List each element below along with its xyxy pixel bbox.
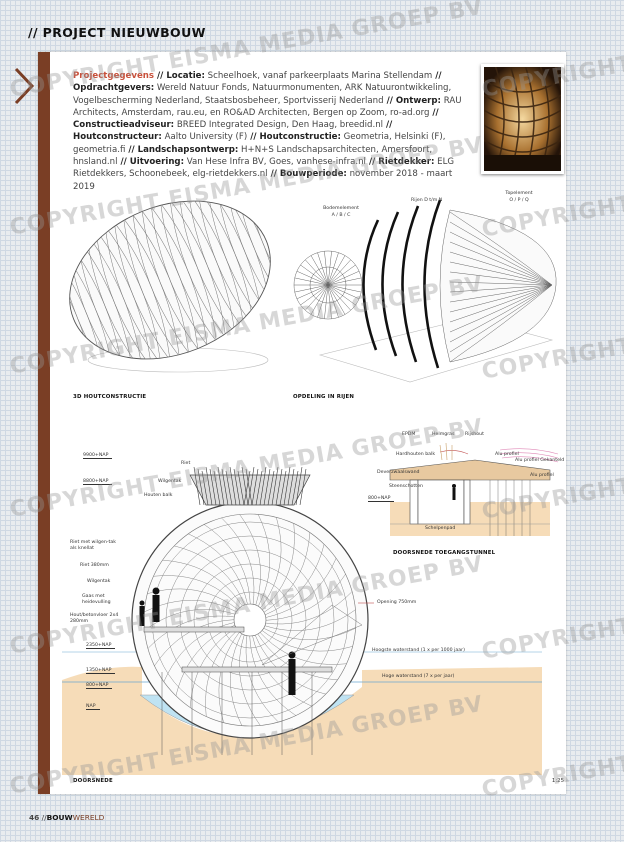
credit-separator: // [383,95,396,106]
label-rows: Rijen D t/m N [411,198,443,203]
label-alu-profiel: Alu profiel [495,452,519,457]
credit-separator: // [125,144,138,155]
label-opening: Opening 750mm [377,600,417,605]
tunnel-section-drawing [389,442,559,536]
credit-separator: // [432,71,442,81]
label-nap1350: 1350+NAP [86,668,116,674]
credit-label: Houtconstructie: [259,132,341,143]
credit-label: Rietdekker: [378,157,435,168]
chevron-right-icon [14,67,35,105]
credit-label: Ontwerp: [395,95,441,106]
credit-value: Geometria, Helsinki (F), geometria.fi [73,132,446,155]
label-hardhout: Hardhouten balk [396,452,436,457]
credit-separator: // [429,107,439,118]
label-top-element: Topelement [505,191,533,196]
label-schelpenpad: Schelpenpad [425,526,456,531]
credit-label: Uitvoering: [129,157,185,168]
label-bottom-code: A / B / C [331,213,351,218]
footer-separator: // [41,813,47,822]
caption-section: DOORSNEDE [73,778,113,784]
label-nap9900: 9900+NAP [83,453,113,459]
label-riet380: Riet 380mm [80,563,109,568]
credit-label: Landschapsontwerp: [137,144,239,155]
label-riet: Riet [181,461,191,466]
brand-bold: BOUW [46,813,73,822]
page-number: 46 [29,813,40,822]
credit-label: Constructieadviseur: [73,120,175,131]
accent-bar [38,52,50,794]
label-helmgras: Helmgras [432,432,455,437]
label-bottom-element: Bodemelement [323,206,359,211]
label-nap2350: 2350+NAP [86,643,116,649]
credit-separator: // [154,71,167,81]
credit-separator: // [117,157,130,168]
credit-separator: // [383,120,393,131]
page-footer: 46 //BOUWWERELD [29,813,104,822]
label-top-code: O / P / Q [509,198,529,203]
caption-rows: OPDELING IN RIJEN [293,394,355,400]
credit-value: RAU Architects, Amsterdam, rau.eu, en RO… [73,95,462,118]
label-hoogste-waterstand: Hoogste waterstand (1 x per 1000 jaar) [372,648,465,653]
timber-construction-3d [60,185,282,388]
project-credits: Projectgegevens // Locatie: Scheelhoek, … [73,70,473,193]
label-wilgentak-2: Wilgentak [87,579,111,584]
label-rijshout: Rijshout [465,432,484,437]
label-riet-wilgen: Riet met wilgen-tak als knellat [70,540,116,551]
label-deverzwaal: Deverzwaalswand [377,470,420,475]
credit-value: BREED Integrated Design, Den Haag, breed… [174,120,384,131]
label-gaas: Gaas met heidevulling [82,594,111,605]
label-nap800: 800+NAP [86,683,113,689]
drawing-scale: 1:25 [551,778,564,784]
credit-label: Opdrachtgevers: [73,83,155,94]
rows-breakdown-drawing [293,199,557,383]
credit-value: Van Hese Infra BV, Goes, vanhese-infra.n… [184,157,366,168]
credit-separator: // [247,132,260,143]
label-nap: NAP [86,704,100,710]
credit-value: november 2018 - maart 2019 [73,169,453,192]
credit-label: Locatie: [166,71,205,81]
label-hoge-waterstand: Hoge waterstand (7 x per jaar) [382,674,455,679]
interior-photo [481,64,564,174]
credit-label: Houtconstructeur: [73,132,162,143]
label-steenschotten: Steenschotten [389,484,423,489]
credit-separator: // [365,157,379,168]
main-section-drawing [62,466,542,775]
label-alu-gekanteld: Alu profiel Gekanteld [515,458,565,463]
label-epdm: EPDM [402,432,416,437]
label-alu-profiel-2: Alu profiel [530,473,554,478]
caption-tunnel: DOORSNEDE TOEGANGSTUNNEL [393,550,496,556]
credit-value: Wereld Natuur Fonds, Natuurmonumenten, A… [73,83,452,106]
label-tunnel-nap800: 800+NAP [368,496,395,502]
credit-value: H+N+S Landschapsarchitecten, Amersfoort,… [73,144,433,168]
credit-value: ELG Rietdekkers, Schoonebeek, elg-rietde… [73,157,455,180]
label-wilgentak: Wilgentak [158,479,182,484]
credit-value: Aalto University (F) [161,132,248,143]
section-heading: // PROJECT NIEUWBOUW [28,25,206,40]
brand-light: WERELD [72,813,105,822]
label-nap8800: 8800+NAP [83,479,113,485]
credit-label: Projectgegevens [73,71,155,81]
label-hout-beton: Hout/betonvloer 2x4 280mm [70,613,119,624]
credit-separator: // [267,169,280,180]
credit-label: Bouwperiode: [279,169,347,180]
credit-value: Scheelhoek, vanaf parkeerplaats Marina S… [204,71,433,81]
label-houten-balk: Houten balk [144,493,173,498]
caption-3d: 3D HOUTCONSTRUCTIE [73,394,147,400]
